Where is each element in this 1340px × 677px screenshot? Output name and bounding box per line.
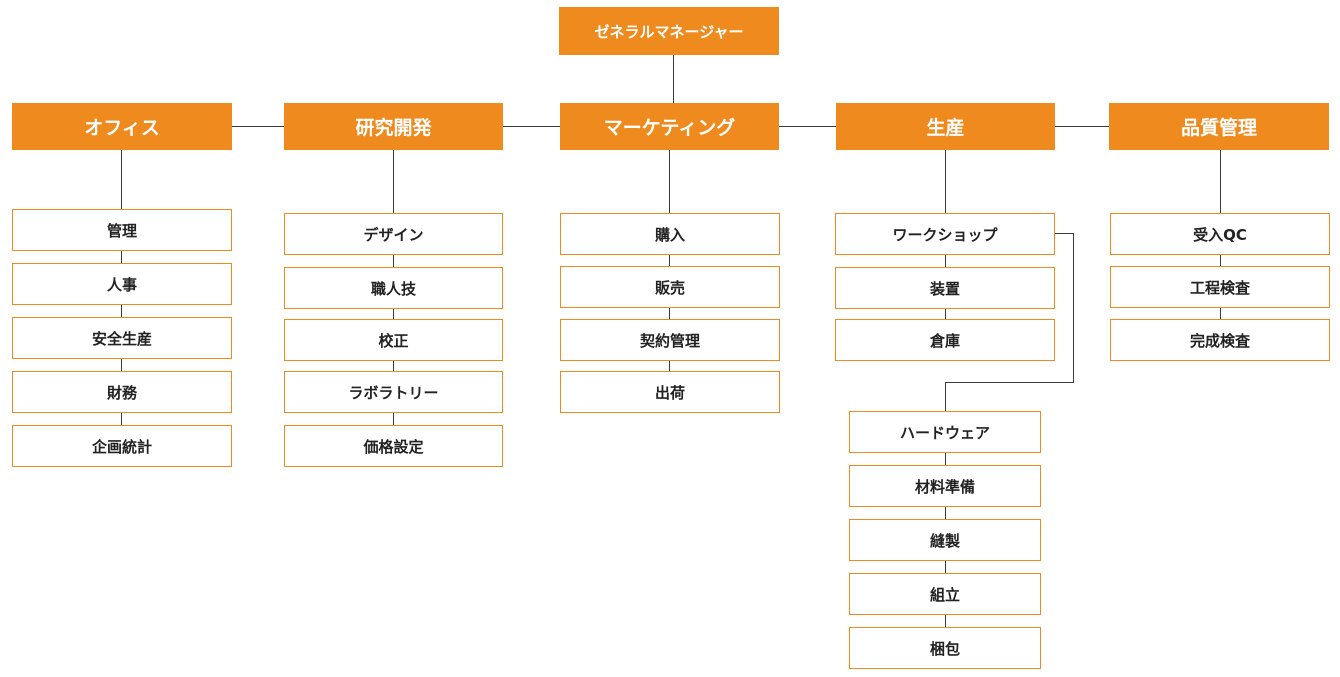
unit-box: 人事 bbox=[12, 263, 232, 305]
dept-connector-line bbox=[503, 126, 560, 127]
workshop-unit-box: 組立 bbox=[849, 573, 1041, 615]
unit-box: 受入QC bbox=[1110, 213, 1330, 255]
workshop-unit-box: 梱包 bbox=[849, 627, 1041, 669]
dept-connector-line bbox=[232, 126, 284, 127]
unit-box: 完成検査 bbox=[1110, 319, 1330, 361]
unit-box: 財務 bbox=[12, 371, 232, 413]
workshop-unit-box: 縫製 bbox=[849, 519, 1041, 561]
workshop-connector-line bbox=[1073, 233, 1074, 383]
dept-connector-line bbox=[779, 126, 836, 127]
unit-box: 企画統計 bbox=[12, 425, 232, 467]
unit-box: 装置 bbox=[835, 267, 1055, 309]
dept-connector-line bbox=[1055, 126, 1109, 127]
dept-production: 生産 bbox=[836, 103, 1055, 150]
unit-box: ラボラトリー bbox=[284, 371, 503, 413]
unit-box: デザイン bbox=[284, 213, 503, 255]
unit-box: 安全生産 bbox=[12, 317, 232, 359]
unit-box: 契約管理 bbox=[560, 319, 780, 361]
unit-box: 管理 bbox=[12, 209, 232, 251]
general-manager-box: ゼネラルマネージャー bbox=[559, 7, 779, 55]
workshop-connector-line bbox=[945, 382, 946, 647]
unit-box: ワークショップ bbox=[835, 213, 1055, 255]
dept-marketing: マーケティング bbox=[560, 103, 779, 150]
dept-office: オフィス bbox=[12, 103, 232, 150]
unit-box: 価格設定 bbox=[284, 425, 503, 467]
unit-box: 販売 bbox=[560, 266, 780, 308]
workshop-unit-box: ハードウェア bbox=[849, 411, 1041, 453]
workshop-unit-box: 材料準備 bbox=[849, 465, 1041, 507]
dept-rnd: 研究開発 bbox=[284, 103, 503, 150]
gm-connector-line bbox=[673, 55, 674, 104]
unit-box: 工程検査 bbox=[1110, 266, 1330, 308]
unit-box: 購入 bbox=[560, 213, 780, 255]
unit-box: 倉庫 bbox=[835, 319, 1055, 361]
unit-box: 出荷 bbox=[560, 371, 780, 413]
workshop-connector-line bbox=[1055, 233, 1074, 234]
unit-box: 校正 bbox=[284, 319, 503, 361]
workshop-connector-line bbox=[945, 382, 1074, 383]
unit-box: 職人技 bbox=[284, 267, 503, 309]
dept-quality: 品質管理 bbox=[1109, 103, 1329, 150]
